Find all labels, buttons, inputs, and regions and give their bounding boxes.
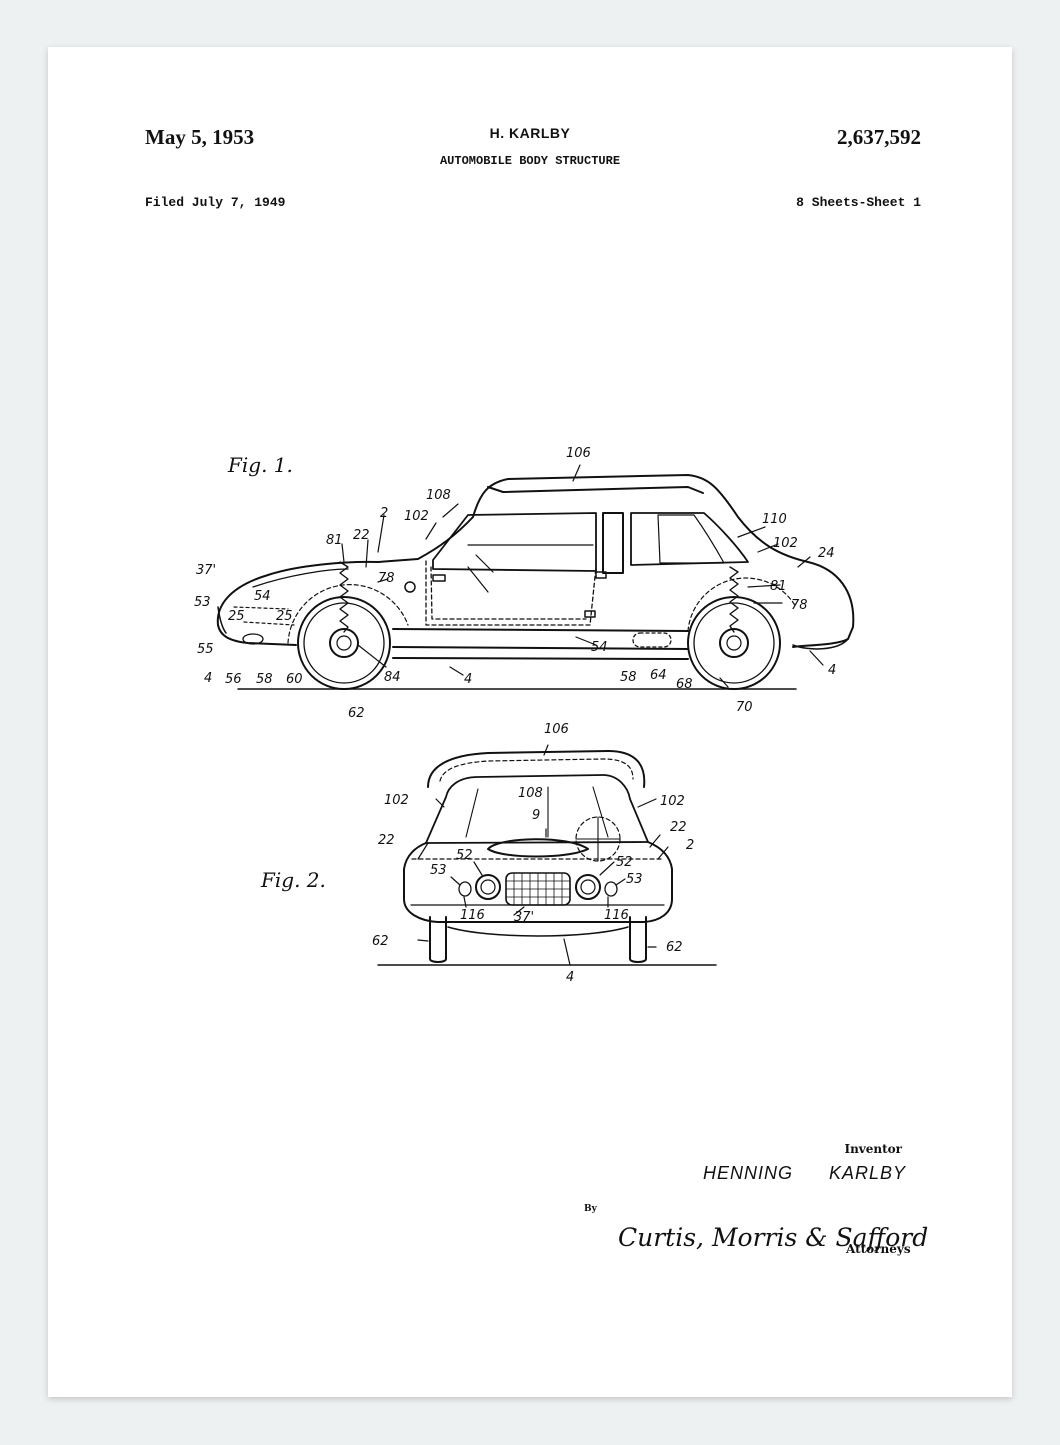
callout: 22 (353, 528, 370, 543)
callout: 78 (378, 571, 395, 586)
callout: 106 (566, 446, 591, 461)
callout: 52 (616, 855, 633, 870)
callout: 2 (380, 506, 388, 521)
callout: 81 (770, 579, 787, 594)
fig2-front-view (377, 744, 717, 966)
callout: 62 (666, 940, 683, 955)
callout: 110 (762, 512, 787, 527)
callout: 116 (460, 908, 485, 923)
patent-sheet: May 5, 1953 H. KARLBY AUTOMOBILE BODY ST… (48, 47, 1012, 1397)
fig2-callouts: 106 102 108 102 9 22 22 2 52 52 53 53 11… (372, 722, 694, 985)
callout: 102 (404, 509, 429, 524)
fig1-side-view (216, 464, 855, 690)
callout: 54 (591, 640, 608, 655)
callout: 108 (426, 488, 451, 503)
callout: 108 (518, 786, 543, 801)
inventor-header: H. KARLBY (489, 125, 571, 141)
fig1-callouts: 106 108 102 2 22 81 37' 53 54 25 25 55 4… (194, 446, 836, 721)
patent-number: 2,637,592 (837, 125, 921, 149)
callout: 81 (326, 533, 343, 548)
callout: 68 (676, 677, 693, 692)
callout: 25 (276, 609, 293, 624)
filed-date: Filed July 7, 1949 (145, 195, 286, 210)
callout: 4 (464, 672, 472, 687)
callout: 37' (196, 563, 216, 578)
callout: 2 (686, 838, 694, 853)
callout: 58 (620, 670, 637, 685)
patent-title: AUTOMOBILE BODY STRUCTURE (439, 154, 621, 168)
callout: 106 (544, 722, 569, 737)
sheet-count: 8 Sheets-Sheet 1 (796, 195, 921, 210)
callout: 4 (566, 970, 574, 985)
callout: 62 (348, 706, 365, 721)
callout: 116 (604, 908, 629, 923)
patent-drawings: Fig. 1. Fig. 2. 106 108 102 2 22 81 37' … (194, 446, 855, 985)
inventor-name: HENNING KARLBY (702, 1163, 906, 1183)
callout: 54 (254, 589, 271, 604)
callout: 64 (650, 668, 667, 683)
patent-date: May 5, 1953 (145, 125, 255, 149)
callout: 4 (828, 663, 836, 678)
callout: 102 (660, 794, 685, 809)
callout: 55 (197, 642, 214, 657)
callout: 52 (456, 848, 473, 863)
callout: 60 (286, 672, 303, 687)
callout: 9 (532, 808, 540, 823)
callout: 53 (430, 863, 447, 878)
callout: 58 (256, 672, 273, 687)
fig1-label: Fig. 1. (227, 453, 293, 477)
callout: 102 (384, 793, 409, 808)
callout: 53 (194, 595, 211, 610)
inventor-label: Inventor (844, 1142, 902, 1156)
callout: 78 (791, 598, 808, 613)
callout: 22 (670, 820, 687, 835)
callout: 4 (204, 671, 212, 686)
callout: 70 (736, 700, 753, 715)
callout: 62 (372, 934, 389, 949)
callout: 84 (384, 670, 401, 685)
attorneys-label: Attorneys (846, 1242, 911, 1256)
callout: 24 (818, 546, 835, 561)
callout: 22 (378, 833, 395, 848)
by-label: By (584, 1204, 597, 1214)
callout: 56 (225, 672, 242, 687)
attorneys-signature: Curtis, Morris & Safford (618, 1223, 929, 1252)
callout: 102 (773, 536, 798, 551)
callout: 53 (626, 872, 643, 887)
callout: 25 (228, 609, 245, 624)
callout: 37' (514, 910, 534, 925)
fig2-label: Fig. 2. (260, 868, 326, 892)
